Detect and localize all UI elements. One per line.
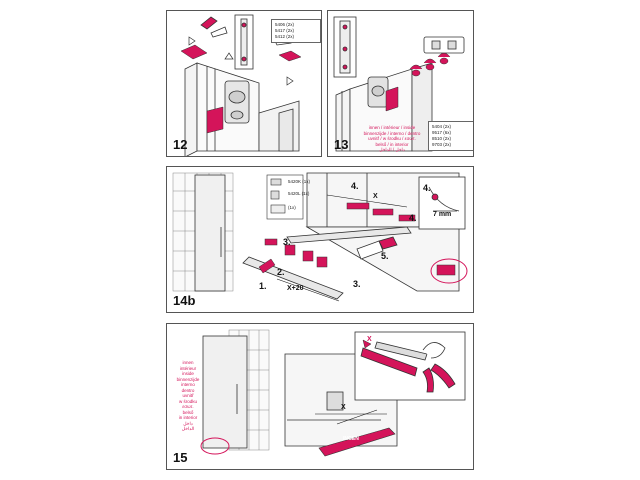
inside-label: innen / intérieur / inside binnenzijde /… — [363, 125, 421, 152]
measure-arrows — [315, 409, 387, 425]
measure-7mm: 7 mm — [433, 211, 452, 218]
callout-label: 5. — [381, 251, 389, 261]
step-number: 12 — [173, 137, 188, 152]
callout-label: 4. — [423, 183, 431, 193]
parts-list-13: 5404 (2x) 9517 (6x) 8510 (2x) 9703 (2x) — [428, 121, 473, 151]
pink-pads — [385, 86, 399, 112]
part-item: 5417 (2x) — [275, 28, 295, 33]
hinge-block — [224, 80, 250, 124]
seal-strip — [318, 427, 396, 457]
detail-circle — [430, 258, 468, 284]
detail-inset — [234, 14, 254, 70]
step-number: 14b — [173, 293, 196, 308]
part-item: (1x) — [288, 205, 296, 210]
hinge-block — [367, 76, 389, 108]
callout-label: 3. — [353, 279, 361, 289]
small-parts-box — [266, 174, 304, 220]
end-cap — [423, 36, 465, 54]
part-item: 5406 (2x) — [275, 22, 295, 27]
part-item: 5412 (2x) — [275, 34, 295, 39]
step-number: 13 — [334, 137, 349, 152]
part-item: 5420K (1x) — [288, 179, 311, 184]
callout-label: 4. — [409, 213, 417, 223]
measure-x: X — [373, 193, 378, 200]
panel-step-14b: 5420K (1x) 5420L (1x) (1x) 4. 4. 3. 2. 1… — [166, 166, 474, 313]
detail-circle — [200, 437, 230, 455]
step-13-illustration — [333, 16, 465, 152]
inside-label: innen intérieur inside binnenzijde inter… — [176, 360, 200, 431]
step-12-illustration — [180, 14, 302, 156]
arrows — [188, 36, 294, 86]
part-item: 5404 (2x) — [432, 124, 452, 129]
glass-door — [194, 174, 226, 292]
measure-x: X — [341, 404, 346, 411]
step-number: 15 — [173, 450, 188, 465]
glass-panel — [258, 100, 300, 152]
step-15-illustration — [200, 329, 466, 457]
parts-list-12: 5406 (2x) 5417 (2x) 5412 (2x) — [271, 19, 321, 43]
cutter-detail — [354, 331, 466, 401]
callout-label: 2. — [277, 267, 285, 277]
part-item: 8510 (2x) — [432, 136, 452, 141]
detail-inset — [418, 176, 466, 230]
part-item: 9517 (6x) — [432, 130, 452, 135]
part-item: 5420L (1x) — [288, 191, 310, 196]
pink-pads — [180, 44, 302, 134]
part-item: 9703 (2x) — [432, 142, 452, 147]
panel-step-15: innen intérieur inside binnenzijde inter… — [166, 323, 474, 470]
step-14b-illustration — [172, 172, 468, 302]
arrow-pointer — [362, 339, 372, 349]
screws — [409, 52, 451, 77]
panel-step-12: 5406 (2x) 5417 (2x) 5412 (2x) 12 — [166, 10, 322, 157]
detail-inset — [333, 16, 357, 78]
squeegee-tool — [356, 236, 398, 260]
callout-label: 4. — [351, 181, 359, 191]
measure-x: X — [367, 336, 372, 343]
measure-x20: X+20 — [287, 285, 304, 292]
glass-door — [202, 335, 248, 449]
parts-list-14b: 5420K (1x) 5420L (1x) (1x) — [285, 177, 311, 213]
callout-label: 1. — [259, 281, 267, 291]
panel-step-13: innen / intérieur / inside binnenzijde /… — [327, 10, 474, 157]
callout-label: 3. — [283, 237, 291, 247]
brand-label: INGEN — [343, 436, 359, 442]
pink-parts — [258, 202, 416, 274]
measure-arrows — [276, 194, 408, 302]
